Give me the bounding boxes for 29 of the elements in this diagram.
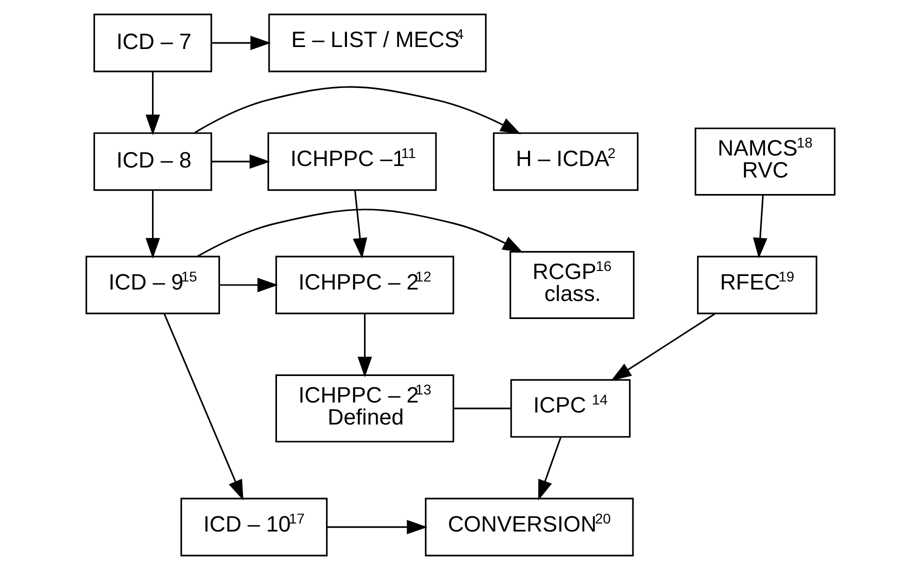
arrow [145, 190, 160, 259]
node-box: ICHPPC –1$^{11}$ [266, 132, 436, 191]
node-box: RFEC$^{19}$ [696, 256, 817, 314]
arrow [194, 86, 521, 134]
node-box: ICD – 10$^{17}$ [180, 498, 328, 556]
arrow [145, 72, 160, 136]
arrow [162, 313, 243, 500]
arrow [610, 312, 716, 381]
node-box: E – LIST / MECS$^{4}$ [268, 14, 486, 72]
node-box: ICD – 8 [92, 132, 212, 191]
arrow [211, 154, 270, 169]
node-box: NAMCS$^{18}$ RVC [694, 128, 835, 196]
arrow [752, 195, 767, 258]
node-box: ICHPPC – 2$^{12}$ [274, 256, 454, 314]
node-box: ICHPPC – 2$^{13}$ Defined [274, 374, 454, 442]
node-box: ICD – 7 [92, 14, 212, 72]
arrow [211, 36, 270, 50]
node-box: ICPC $^{14}$ [510, 379, 630, 438]
arrow [326, 520, 427, 534]
node-box: ICD – 9$^{15}$ [85, 256, 220, 314]
arrow [538, 437, 561, 501]
connector [453, 408, 511, 410]
arrow [196, 208, 523, 257]
arrow [352, 190, 367, 259]
node-box: H – ICDA$^{2}$ [492, 132, 638, 191]
arrow [218, 278, 278, 292]
node-box: RCGP$^{16}$ class. [509, 250, 634, 320]
arrow [357, 314, 372, 378]
node-box: CONVERSION$^{20}$ [424, 498, 634, 556]
